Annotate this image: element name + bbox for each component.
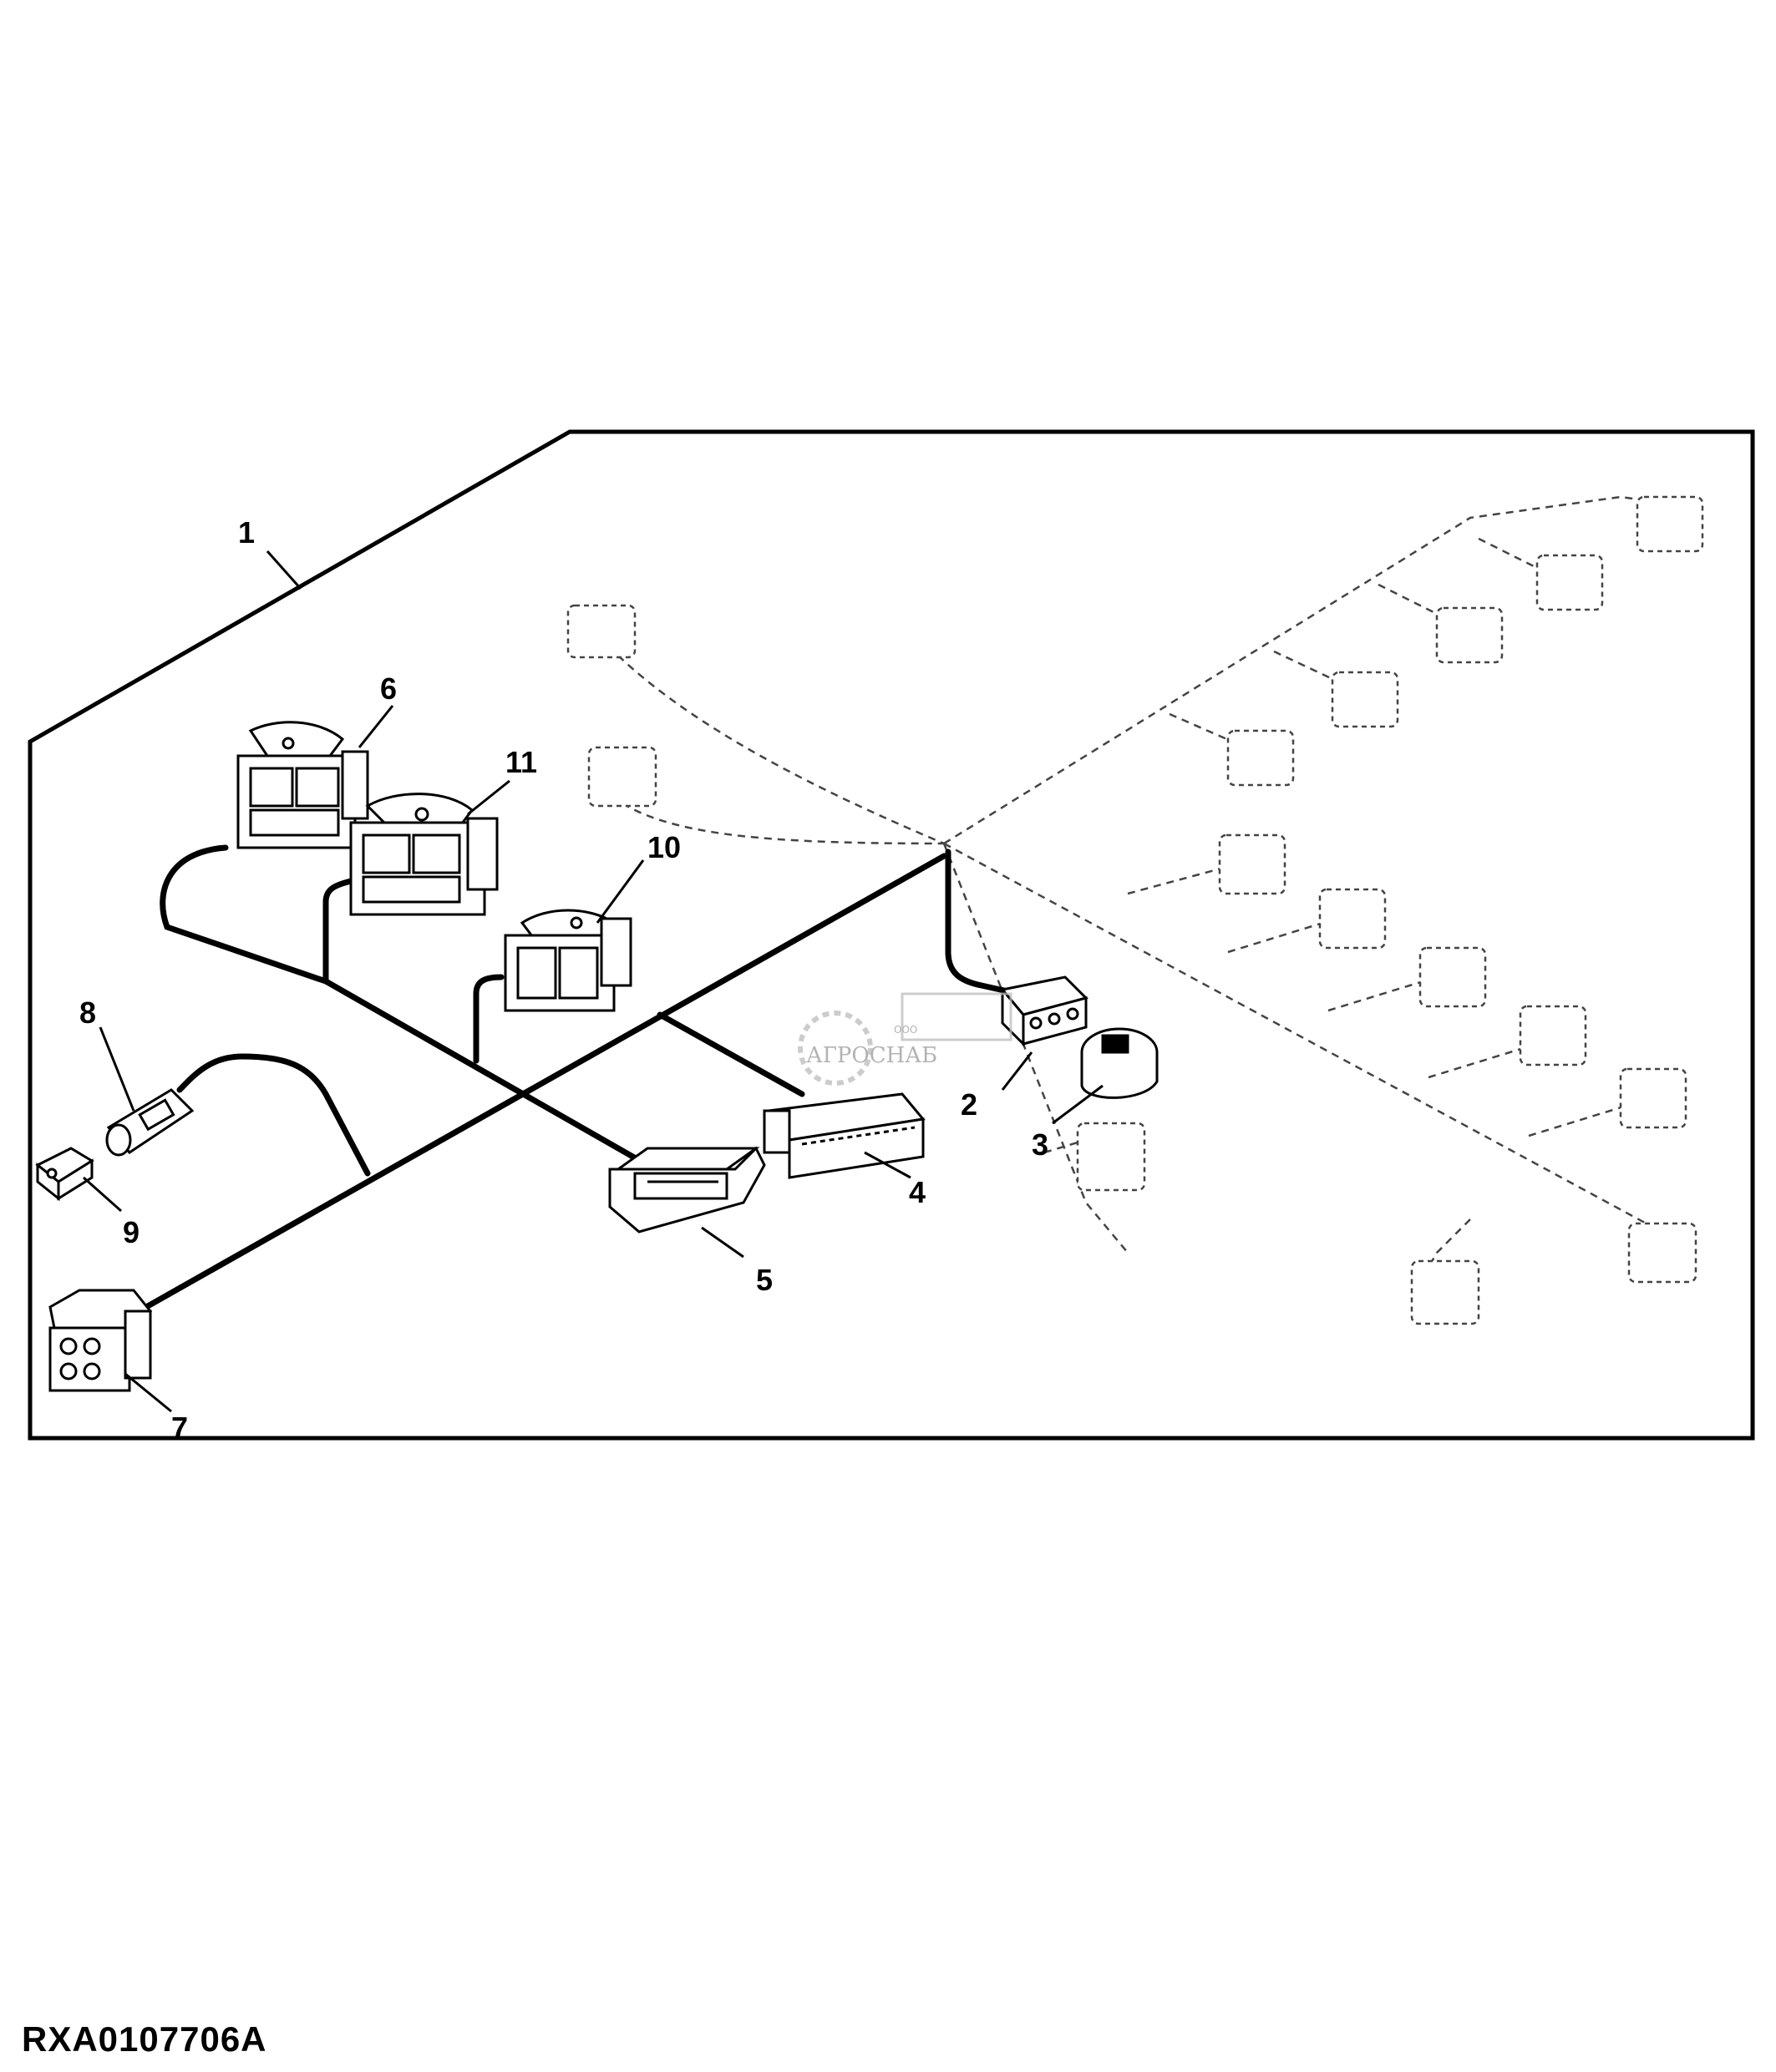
callout-4: 4 xyxy=(909,1175,926,1209)
callouts: 1 2 3 4 5 6 7 8 9 10 11 xyxy=(79,515,1048,1445)
callout-5: 5 xyxy=(756,1263,773,1297)
connector-2 xyxy=(1000,975,1088,1047)
watermark-small-text: ООО xyxy=(894,1024,917,1036)
figure-id-label: RXA0107706A xyxy=(22,2019,267,2059)
callout-10: 10 xyxy=(647,830,681,864)
main-harness-wires xyxy=(143,844,1022,1310)
connector-6 xyxy=(236,721,369,849)
callout-6: 6 xyxy=(380,671,397,706)
harness-outline-frame xyxy=(28,429,1755,1441)
phantom-connectors xyxy=(566,495,1704,1325)
connector-9 xyxy=(35,1147,94,1202)
callout-8: 8 xyxy=(79,995,96,1030)
callout-7: 7 xyxy=(171,1411,188,1445)
callout-11: 11 xyxy=(505,745,537,779)
connector-10 xyxy=(504,909,632,1012)
callout-2: 2 xyxy=(961,1087,977,1122)
callout-9: 9 xyxy=(123,1215,140,1249)
connector-7 xyxy=(48,1289,153,1392)
cap-3 xyxy=(1080,1027,1159,1099)
connector-4 xyxy=(763,1092,926,1179)
watermark-name: АГРОСНАБ xyxy=(806,1043,937,1068)
callout-3: 3 xyxy=(1032,1127,1048,1162)
connector-8 xyxy=(105,1088,195,1157)
connector-11 xyxy=(349,793,499,916)
leader-lines xyxy=(83,550,1104,1413)
callout-1: 1 xyxy=(238,515,255,550)
agrosnab-watermark: ООО АГРОСНАБ xyxy=(798,992,1012,1086)
connector-5 xyxy=(608,1146,766,1234)
